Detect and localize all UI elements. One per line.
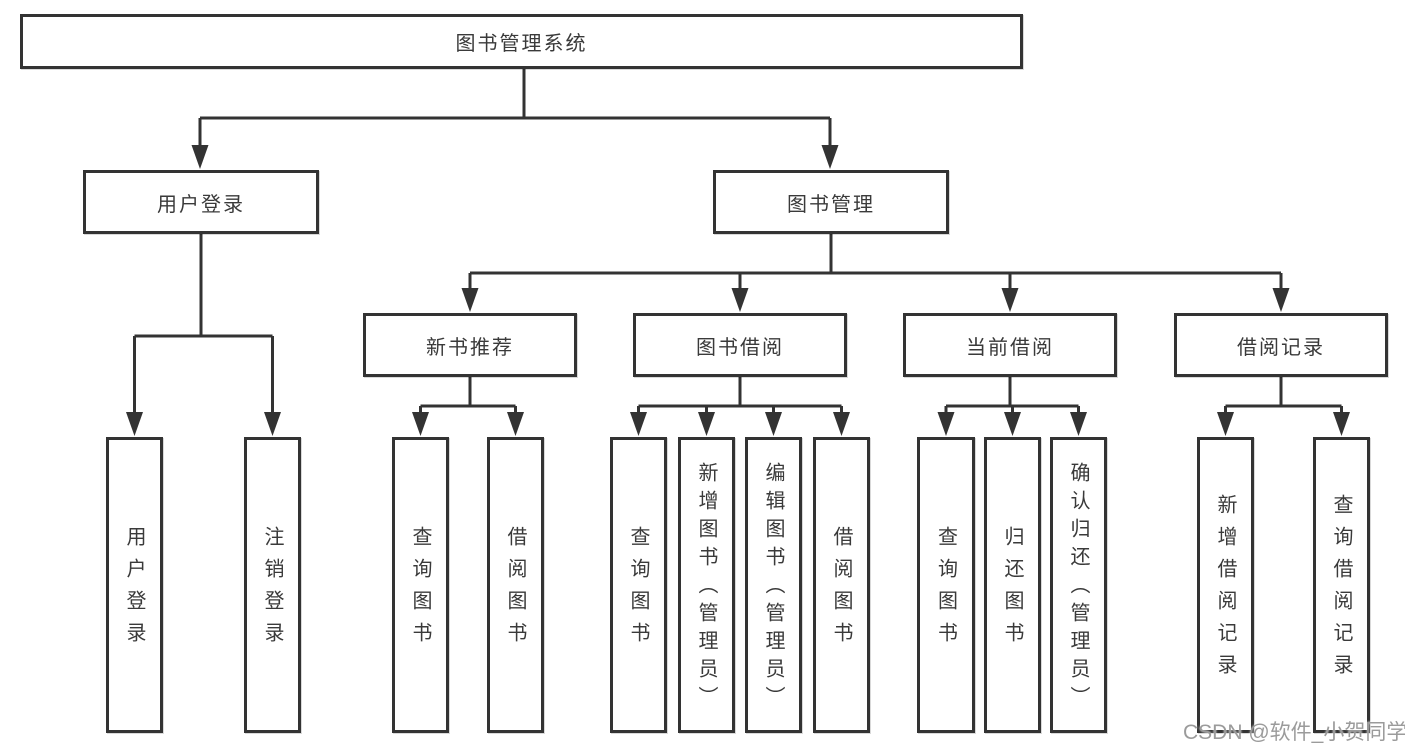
node-user-login-module: 用户登录 bbox=[83, 170, 319, 234]
node-current-borrowing: 当前借阅 bbox=[903, 313, 1117, 377]
node-current-return-books: 归还图书 bbox=[984, 437, 1041, 733]
node-borrowing-edit-books-admin: 编辑图书（管理员） bbox=[745, 437, 802, 733]
node-new-book-recommend: 新书推荐 bbox=[363, 313, 577, 377]
node-borrowing-query-books: 查询图书 bbox=[610, 437, 667, 733]
node-recommend-borrow-books: 借阅图书 bbox=[487, 437, 544, 733]
node-borrowing-add-books-admin: 新增图书（管理员） bbox=[678, 437, 735, 733]
node-book-borrowing: 图书借阅 bbox=[633, 313, 847, 377]
node-borrowing-records: 借阅记录 bbox=[1174, 313, 1388, 377]
node-records-add-record: 新增借阅记录 bbox=[1197, 437, 1254, 733]
node-borrowing-borrow-books: 借阅图书 bbox=[813, 437, 870, 733]
node-current-confirm-return-admin: 确认归还（管理员） bbox=[1050, 437, 1107, 733]
node-book-management-module: 图书管理 bbox=[713, 170, 949, 234]
node-current-query-books: 查询图书 bbox=[917, 437, 975, 733]
node-logout-leaf: 注销登录 bbox=[244, 437, 301, 733]
node-user-login-leaf: 用户登录 bbox=[106, 437, 163, 733]
node-records-query-record: 查询借阅记录 bbox=[1313, 437, 1370, 733]
watermark: CSDN @软件_小贺同学 bbox=[1183, 721, 1405, 744]
node-root-system: 图书管理系统 bbox=[20, 14, 1023, 69]
node-recommend-query-books: 查询图书 bbox=[392, 437, 449, 733]
